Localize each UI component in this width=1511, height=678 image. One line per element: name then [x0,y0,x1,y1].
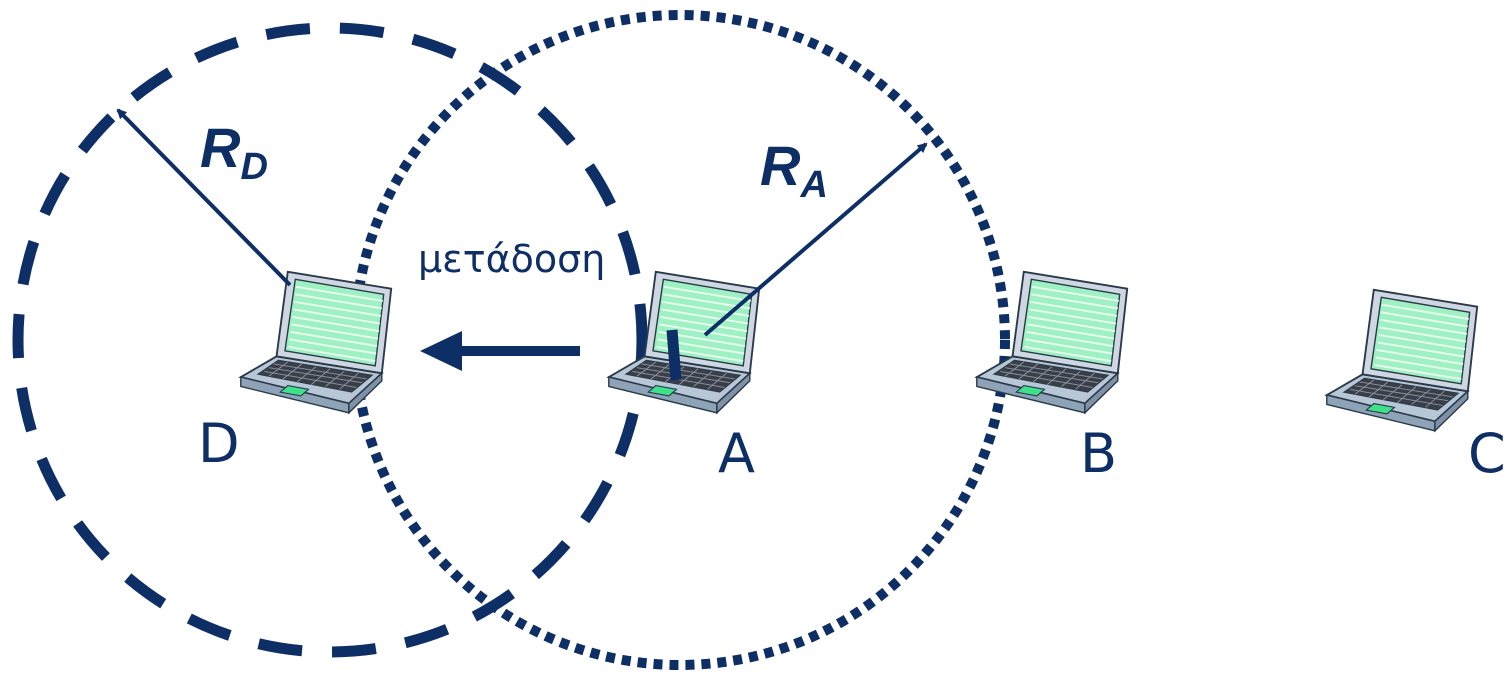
radius-d-letter: R [200,116,241,179]
radius-arrow-d [116,108,292,287]
radius-arrow-a [703,142,928,337]
node-label-d: D [198,412,240,475]
range-circle-d-overlay [666,329,682,381]
range-circle-d [12,22,648,658]
laptop-icon-c [1325,288,1479,432]
range-circle-a [350,10,1010,670]
node-label-c: C [1468,422,1506,485]
radius-d-subscript: D [240,146,267,188]
radius-label-d: RD [200,116,268,188]
radius-a-letter: R [760,134,801,197]
radius-a-subscript: A [799,164,827,206]
node-label-b: B [1080,422,1117,485]
laptop-icon-d [239,270,393,414]
laptop-icon-a [607,270,761,414]
radius-label-a: RA [760,134,828,206]
laptop-icon-b [975,270,1129,414]
transmission-arrow [420,331,580,371]
transmission-label: μετάδοση [418,237,605,281]
node-label-a: A [718,422,755,485]
